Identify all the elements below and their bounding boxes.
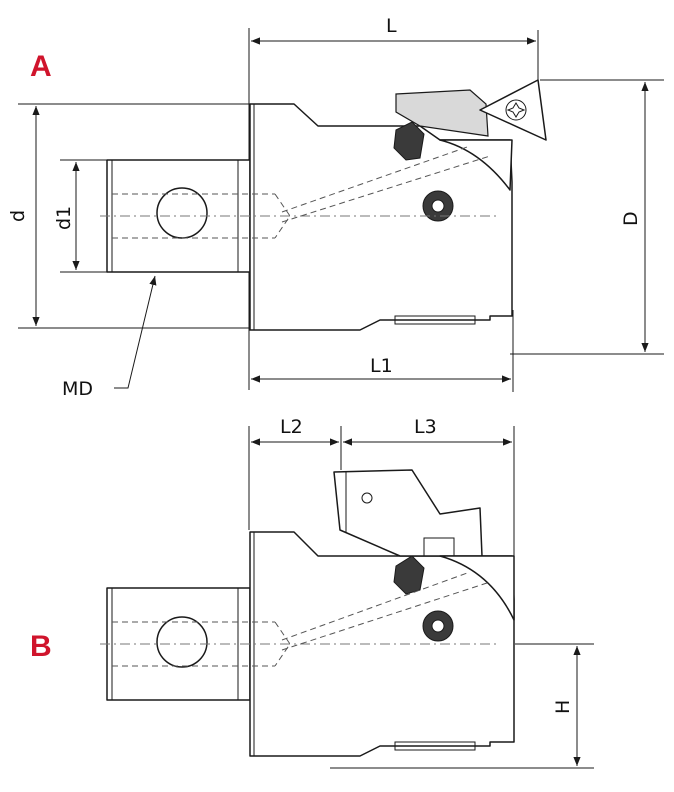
foot-a [394, 315, 476, 325]
drill-point-a [274, 193, 291, 239]
md-leader [114, 275, 157, 389]
coolant-screw-socket-a [431, 199, 445, 213]
view-b-label: B [30, 630, 52, 663]
torx-icon-a [506, 102, 526, 118]
insert-a [479, 79, 547, 141]
dim-D-label: D [620, 211, 642, 226]
view-a-label: A [30, 50, 52, 83]
drill-point-b [274, 621, 291, 667]
cartridge-pin-b [361, 492, 373, 504]
insert-seat-a [395, 89, 489, 137]
coolant-channel-1-a [281, 145, 471, 213]
dim-d1-label: d1 [53, 206, 75, 230]
insert-screw-a [505, 99, 527, 121]
coolant-screw-socket-b [431, 619, 445, 633]
dim-L1-label: L1 [370, 355, 393, 377]
dim-d-label: d [7, 210, 29, 222]
cartridge-b [333, 469, 483, 557]
cartridge-block-b [423, 537, 455, 557]
clamp-a [393, 121, 425, 161]
coolant-channel-2-b [281, 581, 491, 651]
coolant-channel-1-b [281, 571, 471, 641]
dim-L2-label: L2 [280, 416, 303, 438]
dim-H-label: H [552, 700, 574, 714]
dim-L-label: L [386, 15, 397, 37]
md-label: MD [62, 378, 93, 400]
view-b: B L2 [30, 416, 594, 769]
screw-hole-b [156, 616, 208, 668]
clamp-b [393, 555, 425, 595]
dim-L3-label: L3 [414, 416, 437, 438]
view-a: A [7, 15, 664, 400]
chip-gullet-a [439, 139, 513, 191]
chip-gullet-b [439, 555, 515, 621]
coolant-channel-2-a [281, 155, 491, 223]
foot-b [394, 741, 476, 751]
body-a [249, 103, 513, 331]
